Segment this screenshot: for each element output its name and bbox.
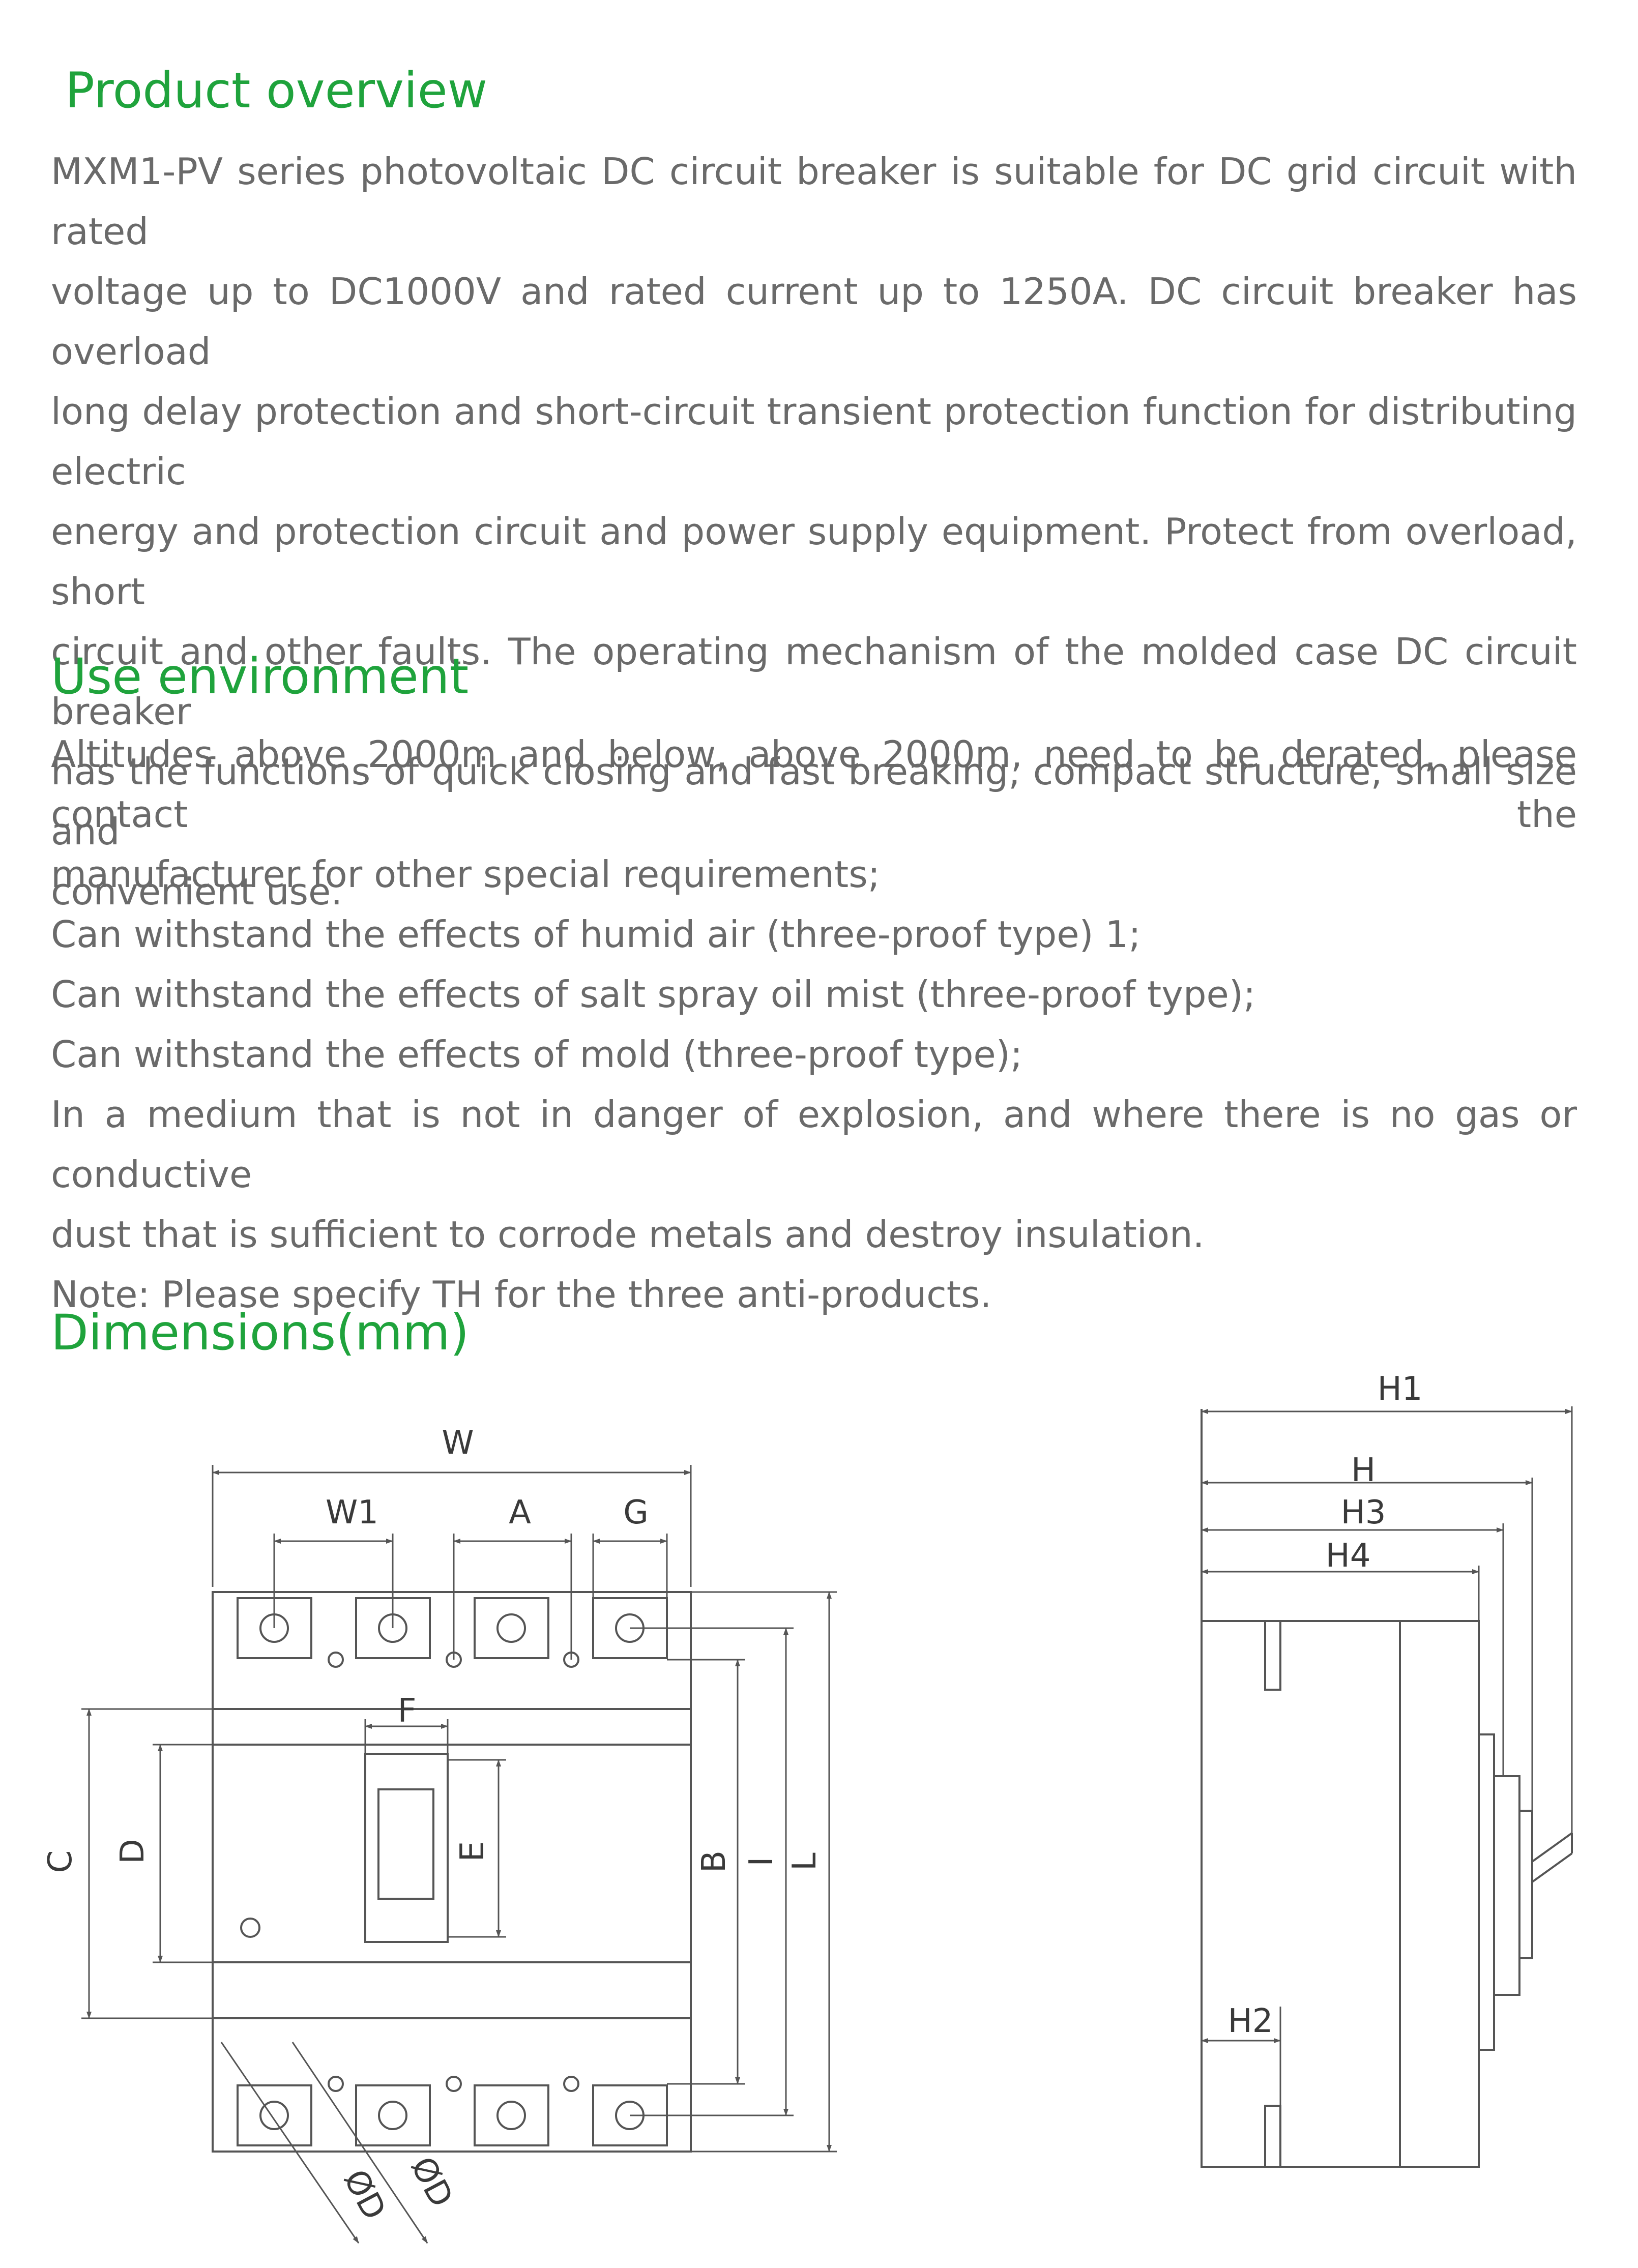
overview-line-7: convenient use. bbox=[51, 870, 343, 913]
environment-line-3: Can withstand the effects of humid air (… bbox=[51, 913, 1141, 956]
side-handle-lever-root bbox=[1518, 1810, 1533, 1959]
overview-paragraph: MXM1-PV series photovoltaic DC circuit b… bbox=[51, 141, 1577, 922]
label-w: W bbox=[442, 1424, 474, 1462]
label-h3: H3 bbox=[1341, 1494, 1386, 1531]
environment-line-8: Note: Please specify TH for the three an… bbox=[51, 1273, 992, 1316]
overview-line-2: voltage up to DC1000V and rated current … bbox=[51, 270, 1577, 373]
environment-line-4: Can withstand the effects of salt spray … bbox=[51, 973, 1256, 1016]
label-h: H bbox=[1351, 1452, 1376, 1489]
environment-line-7: dust that is sufficient to corrode metal… bbox=[51, 1213, 1205, 1256]
side-body-outline bbox=[1201, 1620, 1480, 2168]
overview-line-1: MXM1-PV series photovoltaic DC circuit b… bbox=[51, 150, 1577, 253]
overview-line-6: has the functions of quick closing and f… bbox=[51, 750, 1577, 853]
label-w1: W1 bbox=[326, 1494, 378, 1531]
side-handle-block bbox=[1493, 1775, 1520, 1996]
handle-window bbox=[364, 1753, 449, 1943]
side-handle-base bbox=[1478, 1733, 1495, 2051]
label-h1: H1 bbox=[1378, 1370, 1423, 1408]
label-l: L bbox=[786, 1852, 824, 1871]
environment-line-1: Altitudes above 2000m and below, above 2… bbox=[51, 733, 1577, 836]
overview-line-4: energy and protection circuit and power … bbox=[51, 510, 1577, 613]
label-h2: H2 bbox=[1228, 2002, 1273, 2040]
front-dimensions bbox=[81, 1465, 837, 2244]
overview-line-5: circuit and other faults. The operating … bbox=[51, 630, 1577, 733]
label-b: B bbox=[695, 1850, 733, 1873]
label-a: A bbox=[509, 1494, 531, 1531]
environment-line-2: manufacturer for other special requireme… bbox=[51, 853, 880, 896]
label-phi-d-1: ØD bbox=[336, 2164, 393, 2226]
front-view bbox=[212, 1591, 692, 2153]
environment-paragraph: Altitudes above 2000m and below, above 2… bbox=[51, 724, 1577, 1324]
front-body-outline bbox=[212, 1591, 692, 2153]
label-d: D bbox=[114, 1839, 152, 1864]
label-i: I bbox=[743, 1857, 780, 1867]
front-indicator-circle bbox=[240, 1918, 260, 1938]
bottom-terminals bbox=[237, 2076, 668, 2146]
dimensions-heading: Dimensions(mm) bbox=[51, 1304, 470, 1361]
side-dimensions bbox=[1201, 1406, 1573, 2106]
label-c: C bbox=[42, 1850, 79, 1873]
label-g: G bbox=[623, 1494, 649, 1531]
label-f: F bbox=[398, 1692, 417, 1730]
overview-line-3: long delay protection and short-circuit … bbox=[51, 390, 1577, 493]
side-labels: H1 H H3 H4 H2 bbox=[1228, 1370, 1423, 2040]
side-view bbox=[1201, 1409, 1573, 2168]
overview-heading: Product overview bbox=[65, 62, 488, 119]
environment-heading: Use environment bbox=[51, 648, 469, 705]
top-terminals bbox=[237, 1597, 668, 1668]
label-phi-d-2: ØD bbox=[403, 2151, 460, 2214]
environment-line-5: Can withstand the effects of mold (three… bbox=[51, 1033, 1023, 1076]
label-h4: H4 bbox=[1326, 1537, 1371, 1575]
environment-line-6: In a medium that is not in danger of exp… bbox=[51, 1093, 1577, 1196]
label-e: E bbox=[454, 1841, 491, 1862]
